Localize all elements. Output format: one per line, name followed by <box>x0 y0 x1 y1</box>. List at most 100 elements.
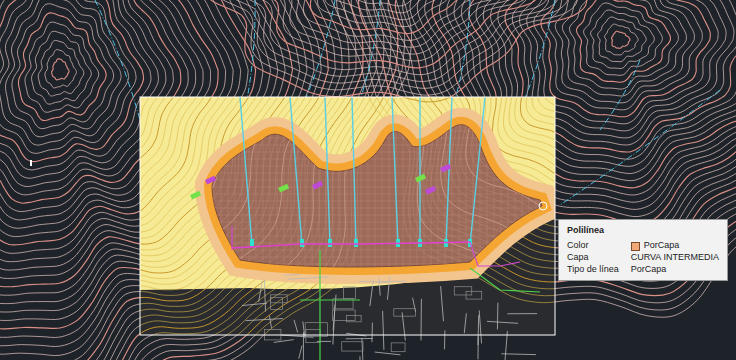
tooltip-title: Polilínea <box>567 225 719 235</box>
contour-line <box>520 97 555 138</box>
contour-line <box>491 97 555 166</box>
contour-line <box>140 97 412 335</box>
street-line <box>387 277 389 300</box>
hatch-line <box>200 222 555 223</box>
contour-line <box>140 97 363 335</box>
street-line <box>346 338 373 339</box>
drainage-line <box>245 0 255 110</box>
hatch-line <box>200 131 555 132</box>
street-line <box>420 299 421 341</box>
drainage-channel <box>392 97 398 245</box>
hatch-line <box>529 110 530 280</box>
feature-mark <box>190 191 201 200</box>
hatch-line <box>200 124 555 125</box>
contour-line <box>598 17 647 62</box>
block-outline <box>342 342 363 351</box>
feature-mark <box>425 186 436 195</box>
hatch-line <box>466 110 467 280</box>
hatch-line <box>200 271 555 272</box>
structure-symbol <box>300 239 304 247</box>
contour-line <box>140 97 270 304</box>
block-outline <box>271 298 283 310</box>
contour-line <box>0 0 144 162</box>
hatch-line <box>200 145 555 146</box>
drainage-line <box>600 60 640 130</box>
contour-line <box>140 97 384 335</box>
contour-line <box>140 97 144 162</box>
contour-line <box>140 97 166 187</box>
contour-line <box>0 0 129 145</box>
hatch-line <box>361 110 362 280</box>
drainage-channel <box>352 97 356 245</box>
contour-line <box>527 0 726 131</box>
street-line <box>264 279 265 311</box>
contour-line <box>140 97 370 335</box>
contour-line <box>584 3 663 75</box>
contour-line <box>140 97 248 278</box>
contour-line <box>140 97 151 170</box>
street-line <box>379 278 380 296</box>
contour-line <box>512 97 555 145</box>
contour-line <box>140 97 218 245</box>
hatch-line <box>200 173 555 174</box>
contour-line <box>140 97 158 178</box>
contour-line <box>274 0 511 40</box>
street-line <box>497 303 498 330</box>
structure-symbol <box>250 239 254 247</box>
contour-line <box>520 97 555 138</box>
hatch-line <box>424 110 425 280</box>
contour-line <box>140 97 391 335</box>
drainage-line <box>455 0 470 100</box>
contour-line <box>366 97 555 288</box>
property-value: PorCapa <box>631 264 719 274</box>
contour-line <box>140 97 188 212</box>
contour-line <box>0 0 158 178</box>
hatch-line <box>256 110 257 280</box>
property-value: CURVA INTERMEDIA <box>631 252 719 262</box>
hatch-line <box>333 110 334 280</box>
hatch-line <box>200 166 555 167</box>
color-swatch <box>631 242 640 251</box>
street-line <box>259 281 263 302</box>
block-outline <box>346 316 361 322</box>
street-line <box>479 310 481 343</box>
street-line <box>303 321 305 338</box>
contour-line <box>140 97 233 262</box>
hatch-line <box>375 110 376 280</box>
contour-line <box>476 97 555 181</box>
hatch-line <box>200 264 555 265</box>
contour-line <box>224 0 561 75</box>
hatch-line <box>368 110 369 280</box>
block-outline <box>305 323 327 337</box>
street-line <box>441 286 444 321</box>
street-line <box>299 346 302 359</box>
hatch-line <box>382 110 383 280</box>
feature-mark <box>440 164 451 173</box>
hatch-line <box>242 110 243 280</box>
contour-line <box>403 97 555 253</box>
street-line <box>383 311 384 350</box>
property-name: Tipo de línea <box>567 264 619 274</box>
contour-line <box>505 97 555 152</box>
contour-line <box>591 10 655 69</box>
contour-line <box>454 97 555 202</box>
contour-line <box>469 97 555 188</box>
hatch-line <box>235 110 236 280</box>
hatch <box>140 97 555 335</box>
hatch-line <box>200 278 555 279</box>
hatch-line <box>291 110 292 280</box>
contour-line <box>425 97 555 231</box>
street-line <box>294 320 298 333</box>
contour-line <box>534 0 718 124</box>
contour-line <box>140 97 349 335</box>
contour-line <box>140 97 398 335</box>
contour-line <box>140 97 314 335</box>
contour-line <box>337 97 555 317</box>
hatch-line <box>249 110 250 280</box>
hatch-line <box>403 110 404 280</box>
structure-symbol <box>328 239 332 247</box>
contour-line <box>520 0 734 138</box>
contour-line <box>32 31 92 104</box>
